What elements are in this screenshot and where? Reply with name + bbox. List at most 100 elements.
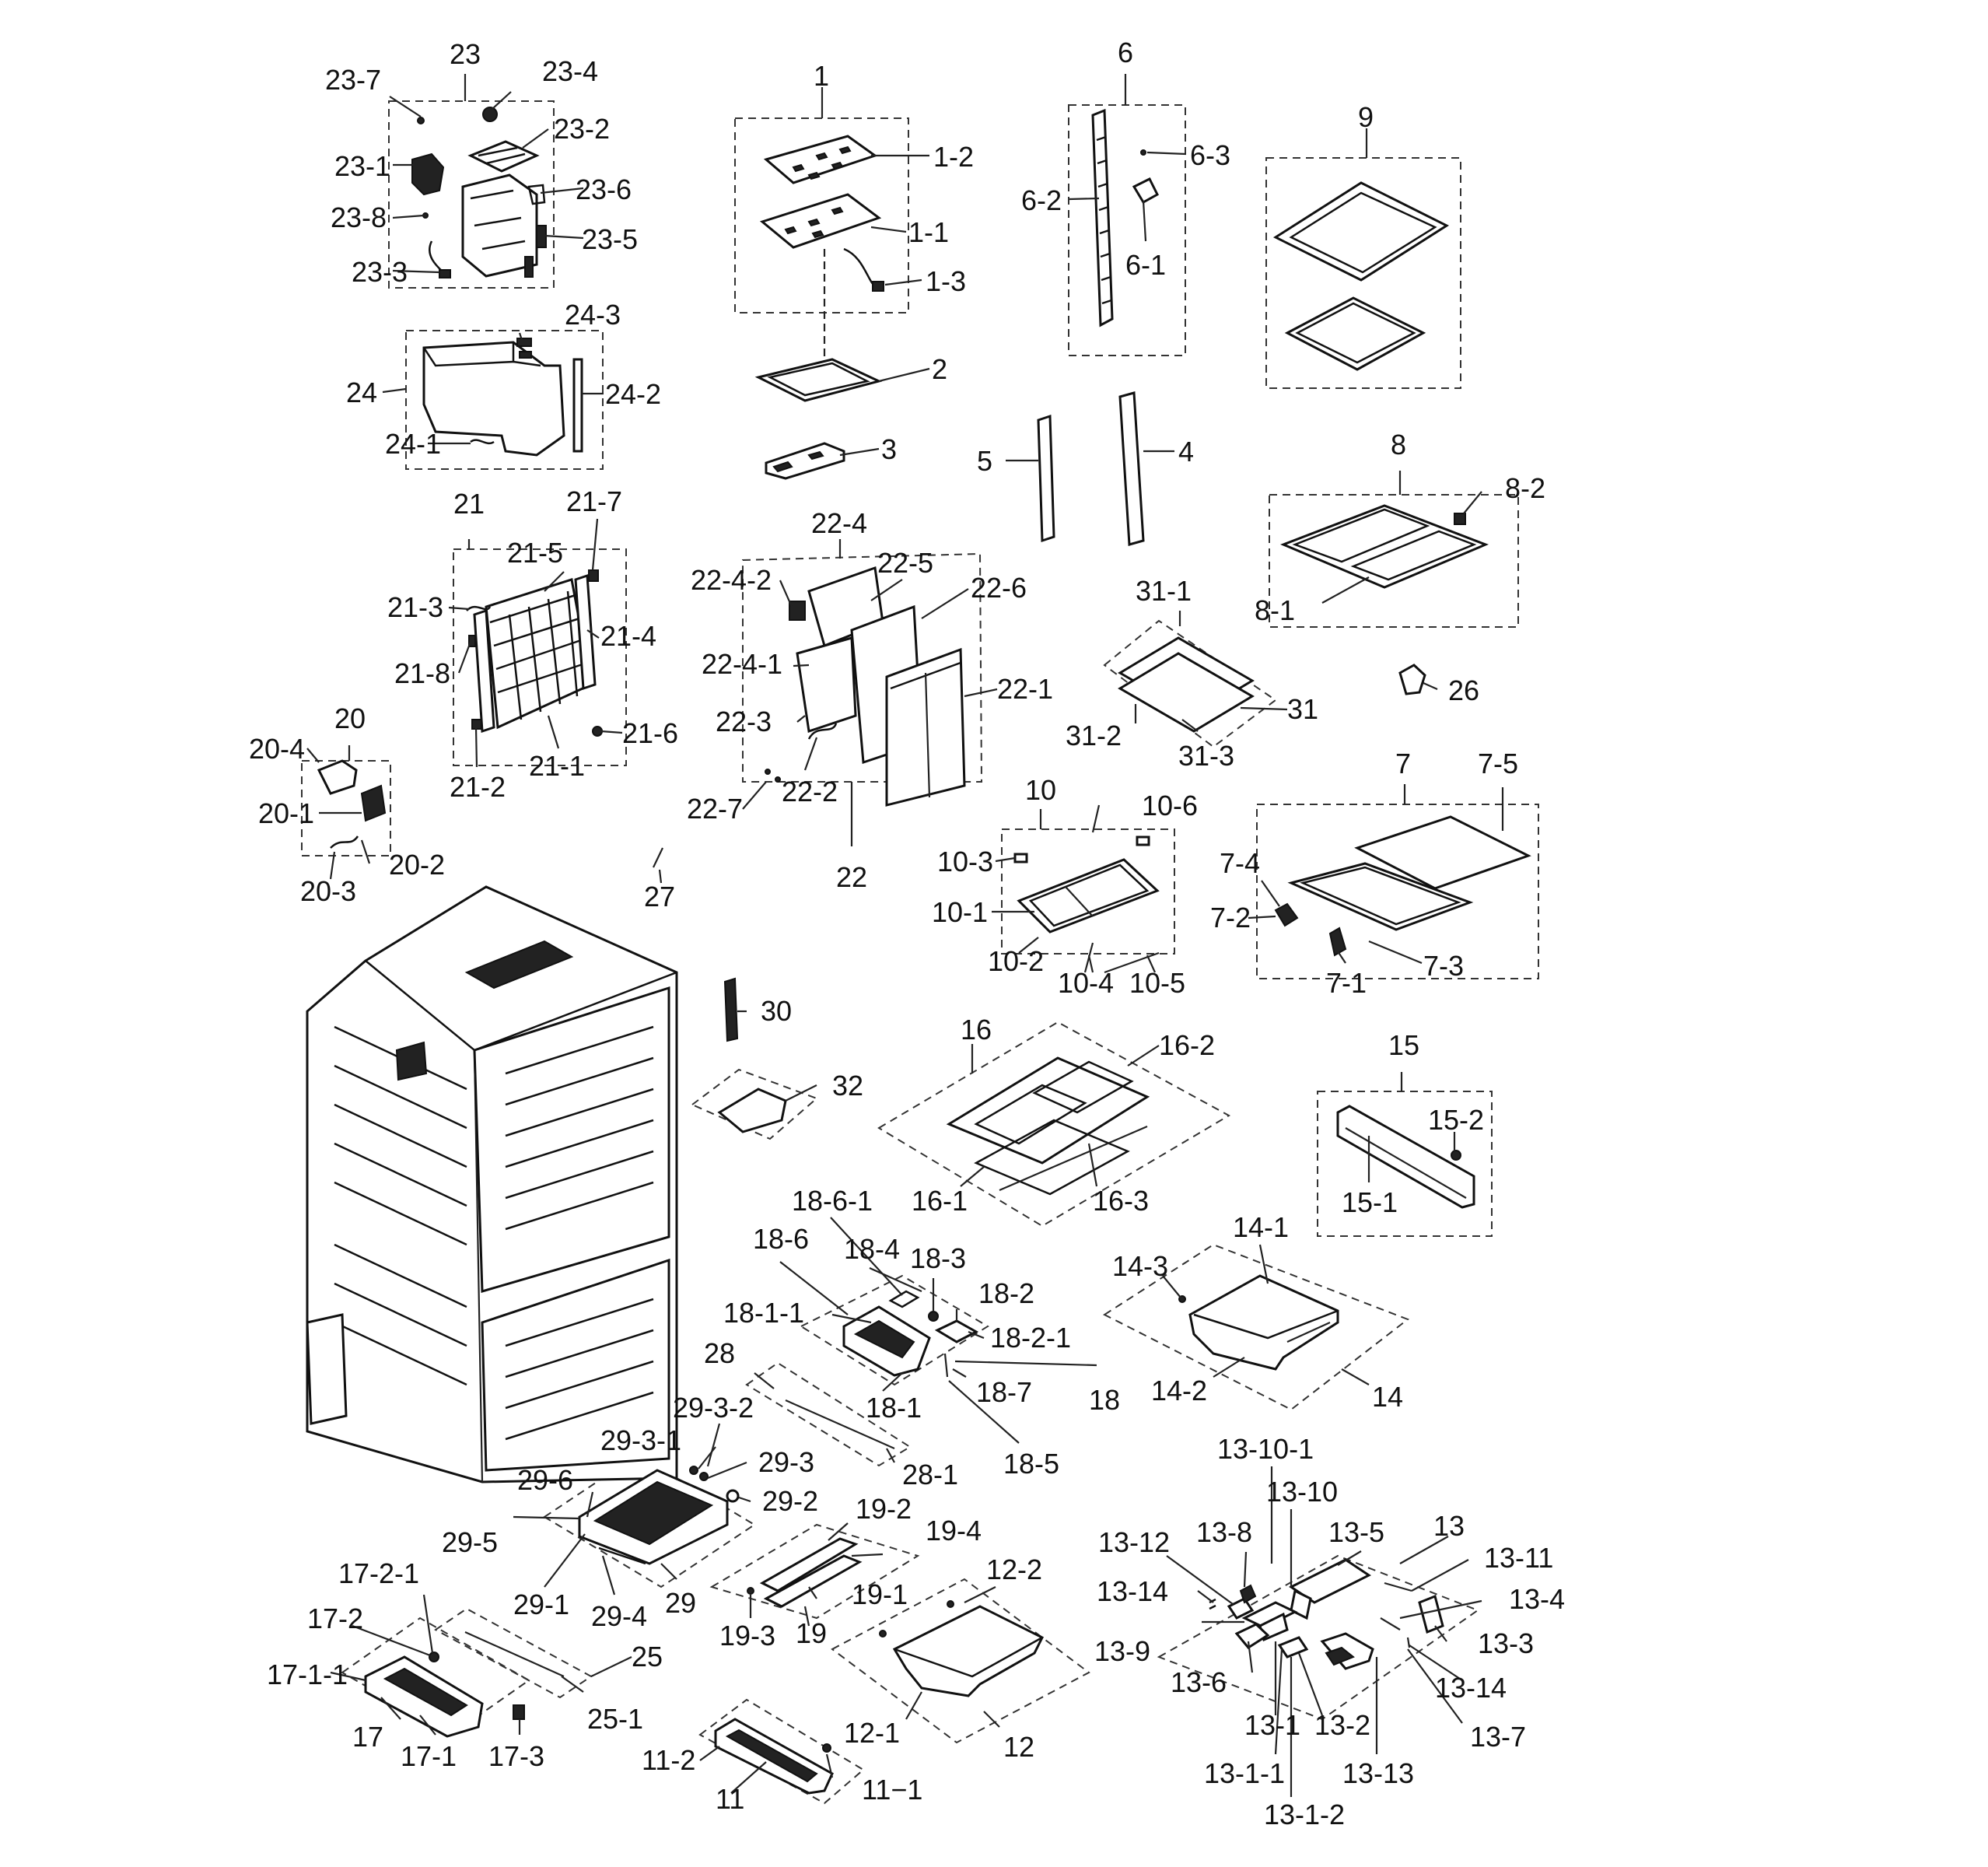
part-15-rail bbox=[1336, 1105, 1475, 1209]
label-23-8: 23-8 bbox=[331, 201, 387, 233]
label-1-3: 1-3 bbox=[926, 265, 966, 297]
label-26: 26 bbox=[1448, 674, 1479, 706]
label-13-2: 13-2 bbox=[1314, 1709, 1370, 1741]
label-7-4: 7-4 bbox=[1220, 847, 1260, 879]
label-13-11: 13-11 bbox=[1484, 1542, 1553, 1574]
label-13-8: 13-8 bbox=[1196, 1516, 1252, 1548]
label-22-4: 22-4 bbox=[811, 507, 867, 539]
part-19-rails bbox=[747, 1537, 863, 1608]
label-19: 19 bbox=[796, 1617, 827, 1649]
part-17-cover bbox=[364, 1652, 525, 1738]
label-14-1: 14-1 bbox=[1233, 1211, 1289, 1243]
box-20 bbox=[301, 760, 391, 856]
label-22-5: 22-5 bbox=[877, 547, 933, 579]
label-13-14-left: 13-14 bbox=[1097, 1575, 1168, 1607]
label-22-4-1: 22-4-1 bbox=[702, 648, 782, 680]
label-13: 13 bbox=[1433, 1510, 1465, 1542]
label-14-2: 14-2 bbox=[1151, 1375, 1207, 1406]
label-13-1-1: 13-1-1 bbox=[1204, 1757, 1285, 1789]
label-29-2: 29-2 bbox=[762, 1485, 818, 1517]
label-21-1: 21-1 bbox=[529, 750, 585, 782]
label-6-1: 6-1 bbox=[1125, 249, 1166, 281]
part-21-evaporator bbox=[466, 569, 603, 737]
label-6-2: 6-2 bbox=[1021, 184, 1062, 216]
label-17-1-1: 17-1-1 bbox=[267, 1659, 348, 1690]
label-19-2: 19-2 bbox=[856, 1493, 912, 1525]
box-22 bbox=[742, 552, 983, 783]
box-23 bbox=[388, 100, 555, 289]
label-17-2-1: 17-2-1 bbox=[338, 1557, 419, 1589]
label-24: 24 bbox=[346, 377, 377, 408]
label-18-4: 18-4 bbox=[844, 1233, 900, 1265]
box-13 bbox=[1157, 1554, 1480, 1721]
part-32-bracket bbox=[717, 1088, 787, 1133]
label-29-1: 29-1 bbox=[513, 1589, 569, 1620]
part-drawings bbox=[306, 107, 1531, 1795]
label-12-2: 12-2 bbox=[986, 1553, 1042, 1585]
label-1: 1 bbox=[814, 60, 829, 92]
label-18-2-1: 18-2-1 bbox=[990, 1322, 1071, 1354]
label-24-2: 24-2 bbox=[605, 378, 661, 410]
label-20-3: 20-3 bbox=[300, 875, 356, 907]
label-17: 17 bbox=[352, 1721, 383, 1753]
label-7-2: 7-2 bbox=[1210, 902, 1251, 934]
label-7-3: 7-3 bbox=[1423, 950, 1464, 982]
label-30: 30 bbox=[761, 995, 792, 1027]
label-13-6: 13-6 bbox=[1171, 1666, 1227, 1698]
label-31-1: 31-1 bbox=[1136, 575, 1192, 607]
box-10 bbox=[1001, 828, 1175, 955]
label-8: 8 bbox=[1391, 429, 1406, 461]
label-18: 18 bbox=[1089, 1384, 1120, 1416]
label-10: 10 bbox=[1025, 774, 1056, 806]
leader-lines bbox=[306, 74, 1504, 1797]
label-13-3: 13-3 bbox=[1478, 1627, 1534, 1659]
label-13-10: 13-10 bbox=[1266, 1476, 1338, 1508]
label-14-3: 14-3 bbox=[1112, 1250, 1168, 1282]
label-9: 9 bbox=[1358, 101, 1374, 133]
label-20-2: 20-2 bbox=[389, 849, 445, 881]
part-6-rail bbox=[1091, 108, 1159, 328]
label-12-1: 12-1 bbox=[844, 1717, 900, 1749]
label-22-6: 22-6 bbox=[971, 572, 1027, 604]
label-28: 28 bbox=[704, 1337, 735, 1369]
label-13-10-1: 13-10-1 bbox=[1217, 1433, 1314, 1465]
label-6: 6 bbox=[1118, 37, 1133, 68]
label-23-2: 23-2 bbox=[554, 113, 610, 145]
part-22-duct bbox=[765, 566, 966, 807]
label-1-2: 1-2 bbox=[933, 141, 974, 173]
box-21 bbox=[453, 548, 627, 766]
label-2: 2 bbox=[932, 353, 947, 385]
label-18-1-1: 18-1-1 bbox=[723, 1297, 804, 1329]
label-1-1: 1-1 bbox=[908, 216, 949, 248]
label-18-5: 18-5 bbox=[1003, 1448, 1059, 1480]
label-19-4: 19-4 bbox=[926, 1515, 982, 1546]
label-17-2: 17-2 bbox=[307, 1603, 363, 1634]
label-21-5: 21-5 bbox=[507, 537, 563, 569]
label-29-6: 29-6 bbox=[517, 1464, 573, 1496]
label-11-1: 11−1 bbox=[862, 1774, 922, 1806]
part-16-shelf bbox=[946, 1056, 1150, 1196]
part-9-shelf bbox=[1272, 181, 1450, 371]
callout-labels: 23 23-7 23-4 23-2 23-1 23-6 23-8 23-5 23… bbox=[249, 37, 1565, 1830]
part-30-strip bbox=[723, 977, 739, 1042]
label-29-3: 29-3 bbox=[758, 1446, 814, 1478]
part-24-ice-bucket bbox=[422, 338, 583, 457]
label-15-2: 15-2 bbox=[1428, 1104, 1484, 1136]
label-11-2: 11-2 bbox=[642, 1744, 695, 1776]
label-24-3: 24-3 bbox=[565, 299, 621, 331]
label-23-1: 23-1 bbox=[334, 150, 390, 182]
label-10-5: 10-5 bbox=[1129, 967, 1185, 999]
label-23-3: 23-3 bbox=[352, 256, 408, 288]
label-23-4: 23-4 bbox=[542, 55, 598, 87]
part-10-tray bbox=[1013, 835, 1160, 974]
label-13-7: 13-7 bbox=[1470, 1721, 1526, 1753]
box-28 bbox=[745, 1361, 912, 1467]
label-14: 14 bbox=[1372, 1381, 1403, 1413]
label-18-3: 18-3 bbox=[910, 1242, 966, 1274]
label-18-1: 18-1 bbox=[866, 1392, 922, 1424]
label-17-3: 17-3 bbox=[488, 1740, 544, 1772]
label-25: 25 bbox=[632, 1641, 663, 1673]
label-13-9: 13-9 bbox=[1094, 1635, 1150, 1667]
part-28-strip bbox=[785, 1399, 895, 1450]
